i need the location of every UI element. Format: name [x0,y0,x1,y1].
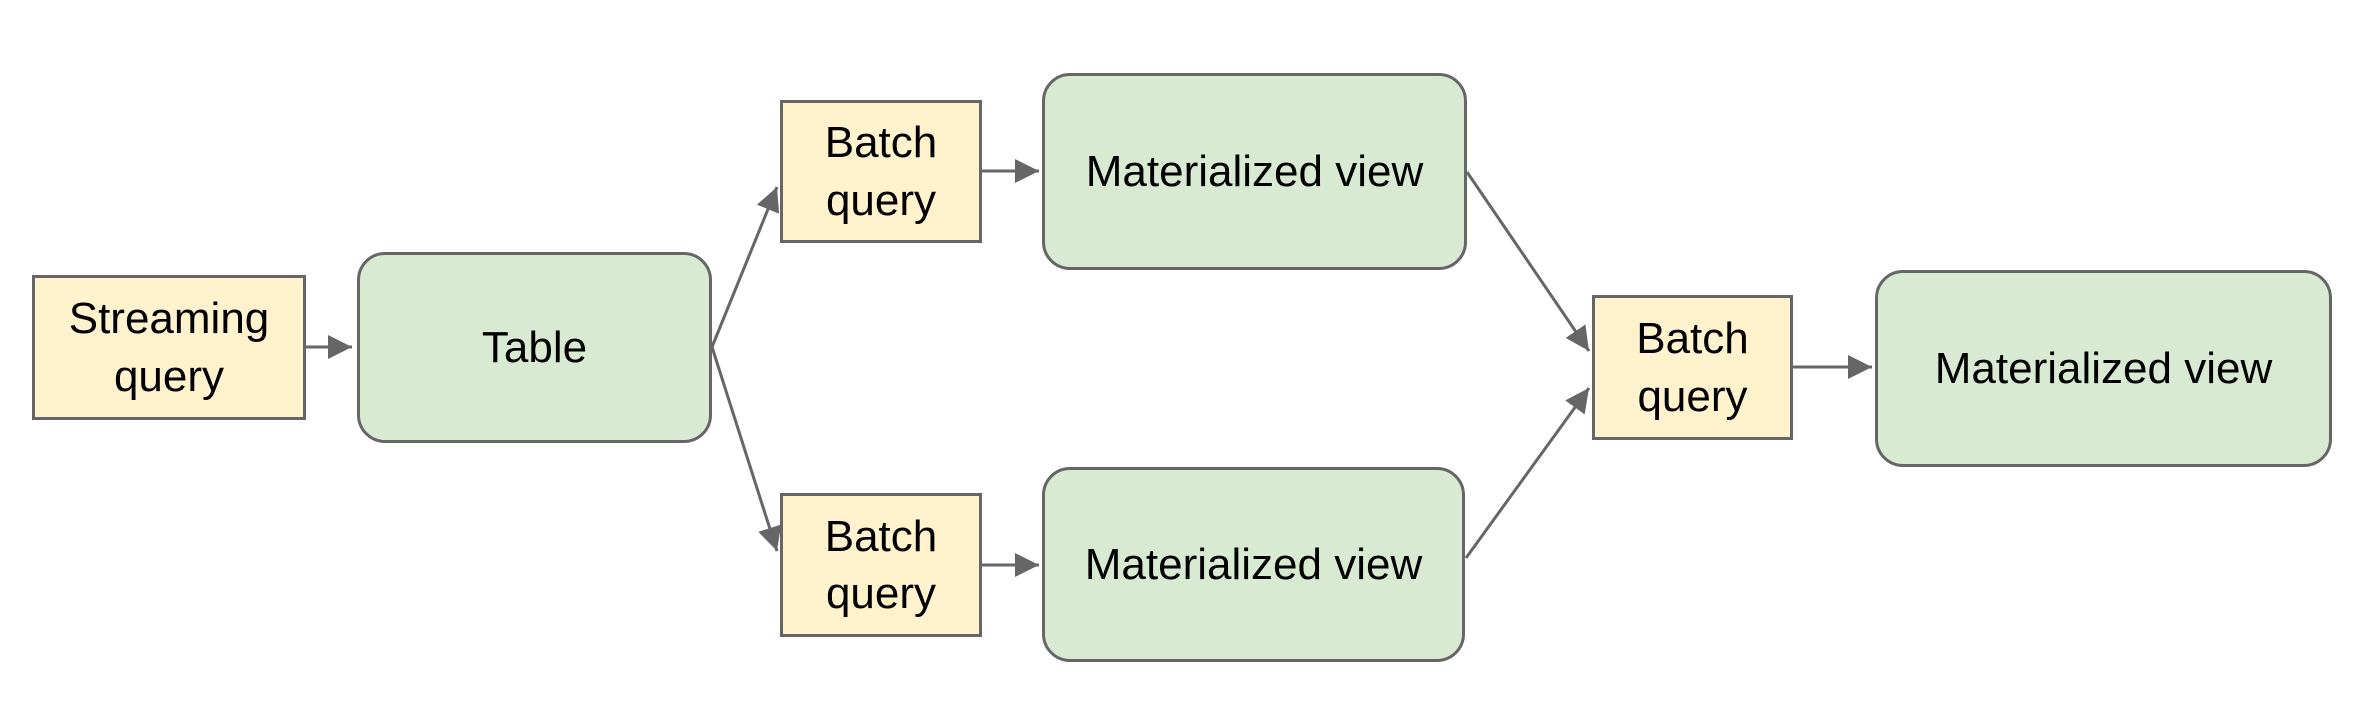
node-materialized-view-bottom: Materialized view [1042,467,1465,662]
node-materialized-view-top: Materialized view [1042,73,1467,270]
node-batch-query-right-label: Batch query [1636,314,1749,421]
node-streaming-query-label: Streaming query [68,294,270,401]
node-table-label: Table [481,322,588,372]
edge-mv-bottom-to-batch-right [1464,387,1591,559]
node-streaming-query: Streaming query [32,275,306,420]
node-materialized-view-right-label: Materialized view [1934,343,2273,393]
node-batch-query-bottom-label: Batch query [824,511,938,618]
node-materialized-view-right: Materialized view [1875,270,2332,467]
node-batch-query-bottom: Batch query [780,493,982,637]
node-batch-query-top-label: Batch query [824,118,938,225]
node-table: Table [357,252,712,443]
edge-mv-top-to-batch-right [1465,171,1591,352]
node-batch-query-right: Batch query [1592,295,1793,440]
node-materialized-view-top-label: Materialized view [1085,146,1424,196]
edge-table-to-batch-top [710,186,780,348]
edge-table-to-batch-bottom [710,346,782,552]
node-batch-query-top: Batch query [780,100,982,243]
node-materialized-view-bottom-label: Materialized view [1084,539,1423,589]
